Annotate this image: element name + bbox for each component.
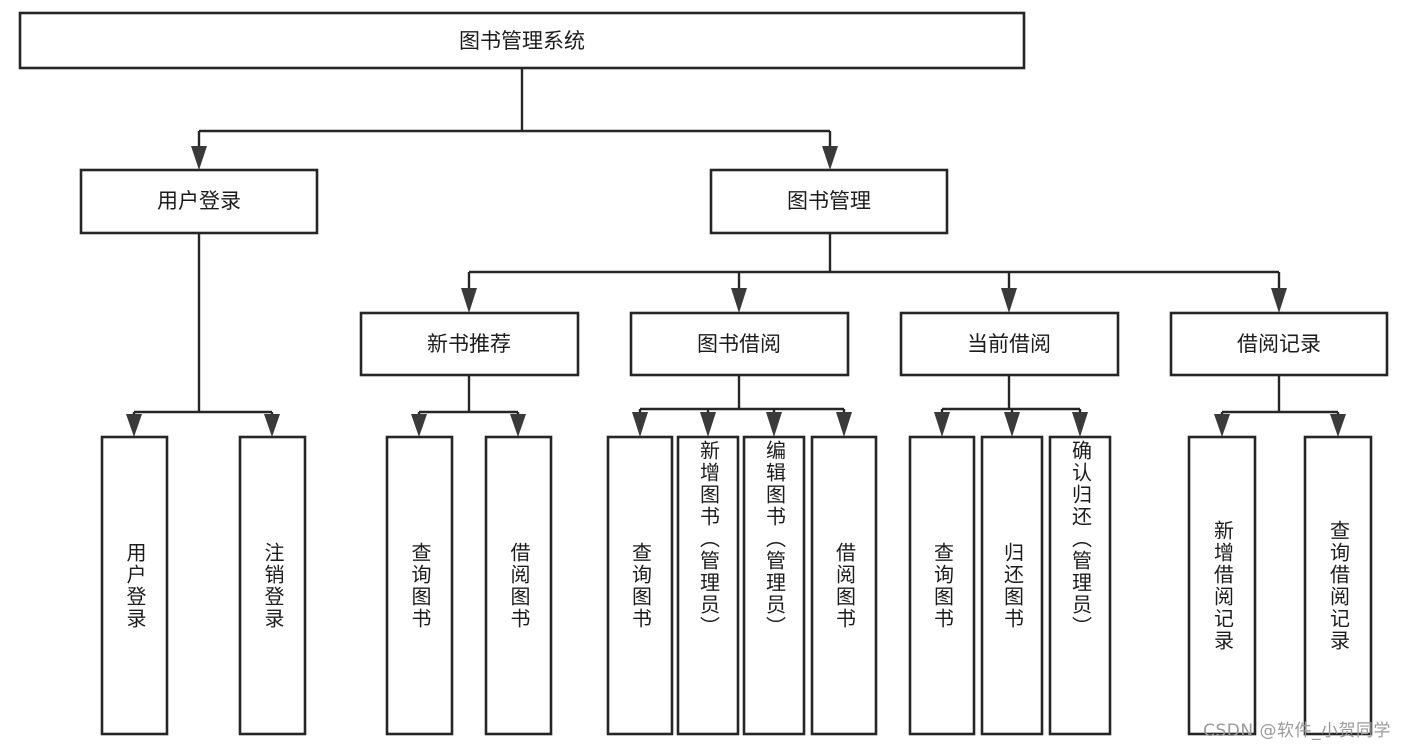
node-borrow-record[interactable]: 借阅记录	[1169, 311, 1389, 377]
node-leaf-borrow-book-1-box[interactable]	[484, 435, 553, 736]
node-book-management-label: 图书管理	[787, 189, 871, 213]
arrow-head-book-borrow	[731, 288, 747, 313]
arrow-head-leaf-edit-book	[766, 412, 782, 437]
node-leaf-return-book-box[interactable]	[980, 435, 1044, 736]
arrow-head-leaf-add-record	[1214, 414, 1230, 437]
arrow-head-user-login	[191, 146, 207, 170]
node-current-borrow[interactable]: 当前借阅	[899, 311, 1120, 377]
node-current-borrow-box[interactable]	[899, 311, 1120, 377]
node-leaf-logout-box[interactable]	[238, 435, 307, 736]
arrow-head-leaf-add-book	[700, 412, 716, 437]
node-current-borrow-label: 当前借阅	[967, 332, 1051, 356]
node-root-system[interactable]: 图书管理系统	[18, 11, 1026, 70]
node-book-management-box[interactable]	[709, 168, 949, 235]
node-leaf-add-record-box[interactable]	[1187, 435, 1257, 736]
arrow-head-leaf-logout	[264, 414, 280, 437]
arrow-head-leaf-query-book-3	[934, 412, 950, 437]
node-leaf-query-book-3-box[interactable]	[908, 435, 976, 736]
node-new-book-recommend[interactable]: 新书推荐	[359, 311, 580, 377]
node-leaf-add-book-box[interactable]	[676, 435, 740, 736]
node-leaf-borrow-book-2-box[interactable]	[810, 435, 878, 736]
arrow-head-leaf-user-login	[126, 414, 142, 437]
arrow-head-leaf-borrow-book-2	[836, 412, 852, 437]
arrow-head-leaf-confirm-return	[1072, 412, 1088, 437]
arrow-head-borrow-record	[1271, 288, 1287, 313]
node-leaf-confirm-return-box[interactable]	[1048, 435, 1112, 736]
node-book-management[interactable]: 图书管理	[709, 168, 949, 235]
arrow-head-leaf-query-record	[1330, 414, 1346, 437]
node-user-login-label: 用户登录	[157, 189, 241, 213]
node-user-login[interactable]: 用户登录	[79, 168, 319, 235]
node-book-borrow-box[interactable]	[629, 311, 850, 377]
node-borrow-record-box[interactable]	[1169, 311, 1389, 377]
arrow-head-book-mgmt	[822, 146, 838, 170]
node-user-login-box[interactable]	[79, 168, 319, 235]
node-leaf-user-login-box[interactable]	[100, 435, 169, 736]
node-leaf-query-book-1-box[interactable]	[385, 435, 454, 736]
node-root-system-box[interactable]	[18, 11, 1026, 70]
arrow-head-leaf-query-book-1	[411, 414, 427, 437]
node-borrow-record-label: 借阅记录	[1237, 332, 1321, 356]
node-root-system-label: 图书管理系统	[459, 29, 585, 53]
node-leaf-query-book-2-box[interactable]	[606, 435, 674, 736]
node-book-borrow[interactable]: 图书借阅	[629, 311, 850, 377]
node-leaf-query-record-box[interactable]	[1303, 435, 1373, 736]
watermark: CSDN @软件_小贺同学	[1203, 721, 1391, 741]
node-leaf-edit-book-box[interactable]	[742, 435, 806, 736]
arrow-head-leaf-query-book-2	[632, 412, 648, 437]
node-book-borrow-label: 图书借阅	[697, 332, 781, 356]
arrow-head-leaf-borrow-book-1	[510, 414, 526, 437]
node-new-book-recommend-label: 新书推荐	[427, 332, 511, 356]
arrow-head-new-book	[461, 288, 477, 313]
leaf-boxes-group	[100, 435, 1373, 736]
node-new-book-recommend-box[interactable]	[359, 311, 580, 377]
connectors-group	[126, 68, 1346, 437]
arrow-head-leaf-return-book	[1004, 412, 1020, 437]
arrow-head-current-borrow	[1001, 288, 1017, 313]
